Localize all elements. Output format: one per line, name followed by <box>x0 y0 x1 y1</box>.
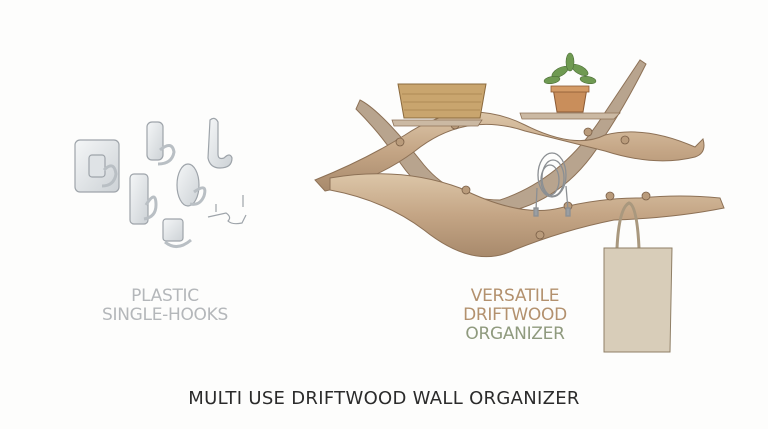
right-shelf <box>519 112 621 120</box>
oval-hook-icon <box>176 163 207 207</box>
label-line-1: VERSATILE <box>470 286 560 306</box>
rounded-hook-icon <box>146 121 176 166</box>
j-hook-icon <box>207 117 233 169</box>
square-plate-hook-icon <box>74 139 120 193</box>
flat-wire-hook-icon <box>207 195 247 225</box>
coiled-cable-icon <box>533 152 571 217</box>
driftwood-organizer-label: VERSATILE DRIFTWOOD ORGANIZER <box>440 287 590 344</box>
left-shelf <box>391 119 483 127</box>
label-line-2: DRIFTWOOD <box>463 305 567 325</box>
potted-plant-icon <box>543 52 597 113</box>
caption: MULTI USE DRIFTWOOD WALL ORGANIZER <box>188 388 580 409</box>
plastic-hooks-label: PLASTIC SINGLE-HOOKS <box>70 287 260 325</box>
small-square-hook-icon <box>162 218 192 248</box>
driftwood-branch-lower <box>329 173 725 258</box>
label-line-3: ORGANIZER <box>465 324 565 344</box>
driftwood-organizer-group <box>314 52 725 353</box>
label-line-2: SINGLE-HOOKS <box>102 305 228 325</box>
rectangular-hook-icon <box>129 173 158 225</box>
label-line-1: PLASTIC <box>131 286 199 306</box>
wicker-basket-icon <box>397 83 487 119</box>
tote-bag-icon <box>603 201 673 353</box>
plastic-hooks-group <box>74 117 247 248</box>
